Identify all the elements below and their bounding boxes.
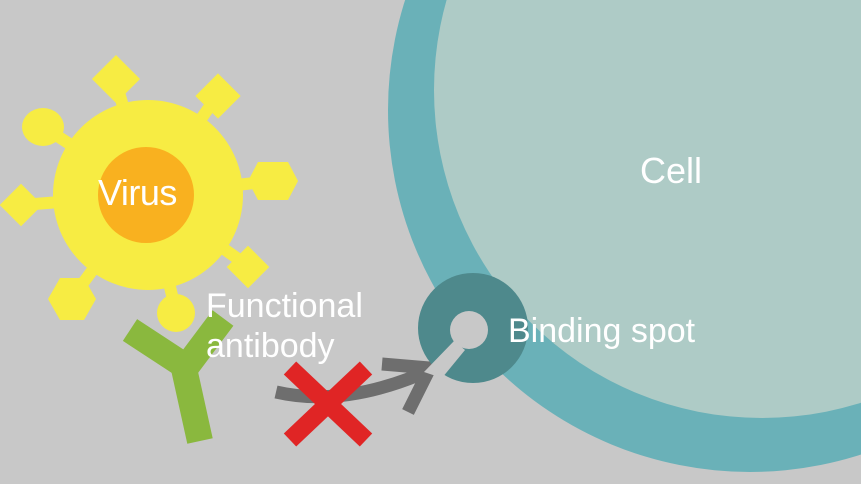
antibody-icon xyxy=(122,310,234,444)
spike-hexagon xyxy=(48,278,96,320)
binding-spot-label: Binding spot xyxy=(508,312,696,350)
virus-core xyxy=(98,147,194,243)
spike-round xyxy=(157,294,195,332)
spike-diamond xyxy=(226,245,270,289)
functional-antibody-label-line1: Functional xyxy=(206,287,363,325)
functional-antibody-label: Functional antibody xyxy=(206,286,363,366)
spike-diamond xyxy=(91,54,141,104)
spike-diamond xyxy=(0,183,43,227)
spike-hexagon xyxy=(248,162,298,200)
cell xyxy=(388,0,861,472)
functional-antibody-label-line2: antibody xyxy=(206,327,335,365)
spike-diamond xyxy=(195,73,241,119)
cell-interior xyxy=(434,0,861,418)
virus-label: Virus xyxy=(98,172,177,213)
virus-spikes xyxy=(0,54,298,332)
blocked-x-icon xyxy=(283,361,373,447)
spike-round xyxy=(22,108,64,146)
binding-spot-icon xyxy=(418,273,528,383)
cell-label: Cell xyxy=(640,150,703,191)
